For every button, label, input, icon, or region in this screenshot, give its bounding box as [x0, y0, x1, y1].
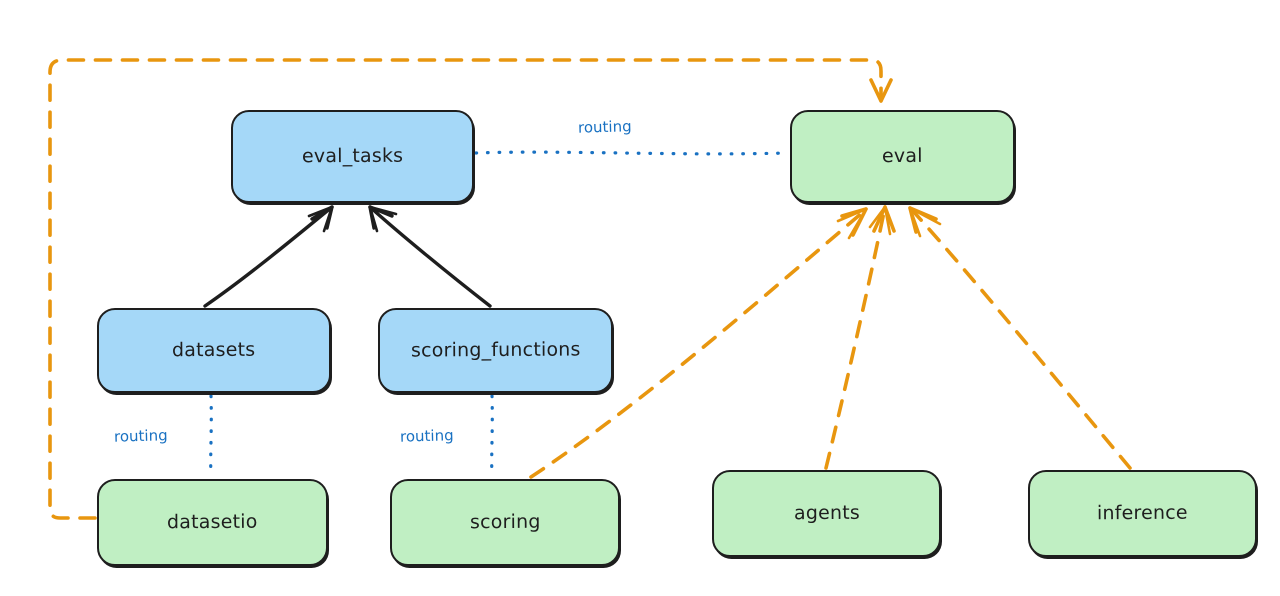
node-agents[interactable]: agents	[712, 470, 941, 557]
node-scoring-functions[interactable]: scoring_functions	[378, 308, 613, 393]
edge-inference-to-eval	[908, 206, 1132, 470]
node-label: eval	[882, 144, 923, 168]
edge-label-routing-datasets-datasetio: routing	[113, 426, 168, 446]
node-datasets[interactable]: datasets	[97, 308, 331, 393]
node-eval-tasks[interactable]: eval_tasks	[231, 110, 474, 203]
node-datasetio[interactable]: datasetio	[97, 479, 328, 566]
node-scoring[interactable]: scoring	[390, 479, 620, 566]
node-inference[interactable]: inference	[1028, 470, 1257, 557]
node-eval[interactable]: eval	[790, 110, 1015, 203]
node-label: datasetio	[167, 510, 258, 534]
edge-label-routing-eval-tasks-eval: routing	[577, 117, 632, 137]
node-label: inference	[1097, 501, 1188, 525]
edge-label-routing-scoring-functions-scoring: routing	[399, 426, 454, 446]
edge-scoring_functions-to-scoring	[490, 394, 494, 479]
node-label: datasets	[172, 338, 256, 362]
node-label: scoring_functions	[410, 338, 581, 362]
edge-scoring_functions-to-eval_tasks	[368, 205, 492, 308]
node-label: eval_tasks	[301, 144, 404, 168]
edge-datasets-to-eval_tasks	[203, 205, 334, 308]
node-label: agents	[793, 501, 860, 525]
edge-agents-to-eval	[824, 205, 896, 470]
edge-eval_tasks-to-eval	[474, 150, 788, 156]
node-label: scoring	[469, 510, 541, 534]
edge-datasets-to-datasetio	[209, 394, 213, 479]
